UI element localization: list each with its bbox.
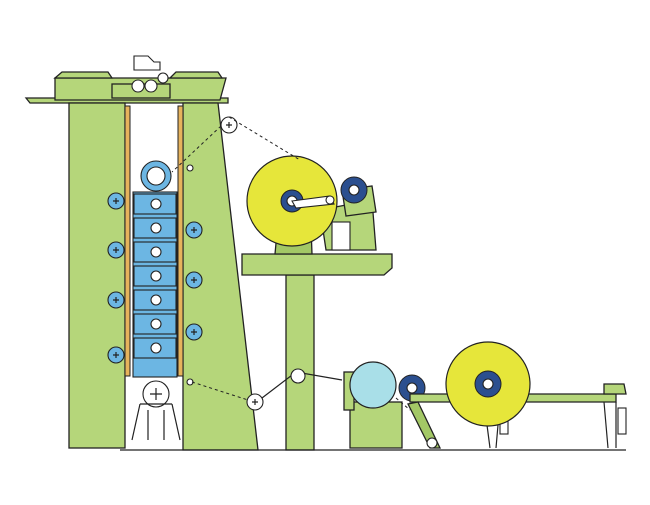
- stack-roll-axle-1: [150, 198, 162, 210]
- top-housing-left-cap: [53, 71, 114, 79]
- right-guide-bar: [177, 105, 184, 377]
- unwind-linkage: [291, 195, 335, 209]
- left-side-roller-4-cross: [113, 352, 119, 358]
- bottom-roll-cross: [150, 388, 162, 400]
- top-idler-cross: [226, 122, 232, 128]
- left-guide-bar: [124, 105, 131, 377]
- left-side-roller-1-cross: [113, 198, 119, 204]
- unwind-reel: [246, 155, 368, 247]
- stack-roll-axle-2: [150, 222, 162, 234]
- chill-station: [343, 361, 426, 449]
- left-side-roller-3-cross: [113, 297, 119, 303]
- rewind-rail-end: [603, 383, 627, 395]
- rewind-rail-leg: [603, 401, 617, 449]
- top-housing-right-cap: [168, 71, 224, 79]
- stack-rolls: [133, 193, 177, 359]
- left-column: [68, 102, 126, 449]
- bottom-idler-cross: [252, 399, 258, 405]
- drive-pulley-mid: [144, 79, 158, 93]
- side-rollers: [107, 164, 203, 386]
- top-drive-head: [131, 55, 169, 93]
- web-from-stack: [191, 381, 249, 401]
- column-bolt-1: [186, 164, 194, 172]
- unwind-window: [331, 221, 351, 251]
- drive-motor: [133, 55, 161, 71]
- stack-roll-axle-4: [150, 270, 162, 282]
- rewind-reel-axle: [482, 378, 494, 390]
- chill-nip-axle: [406, 382, 418, 394]
- web-path: [171, 116, 411, 411]
- stack-roll-axle-3: [150, 246, 162, 258]
- stack-roll-axle-6: [150, 318, 162, 330]
- unwind-pillar: [285, 274, 315, 451]
- bottom-roll-struts: [147, 410, 165, 440]
- left-side-roller-2-cross: [113, 247, 119, 253]
- top-roll-core: [146, 166, 166, 186]
- drive-pulley-right: [157, 72, 169, 84]
- right-side-roller-1-cross: [191, 227, 197, 233]
- rewind-swing-pivot: [426, 437, 438, 449]
- chill-base: [349, 401, 403, 449]
- stack-roll-axle-5: [150, 294, 162, 306]
- right-side-roller-2-cross: [191, 277, 197, 283]
- stack-roll-axle-7: [150, 342, 162, 354]
- rewind-reel: [445, 341, 531, 427]
- transfer-roll: [290, 368, 306, 384]
- unwind-table: [241, 253, 393, 276]
- bottom-roll-legs: [131, 403, 181, 441]
- unwind-linkage-pin: [325, 195, 335, 205]
- chill-cylinder: [349, 361, 397, 409]
- roll-stack: [107, 160, 203, 441]
- main-tower-frame: [24, 71, 259, 451]
- rewind-end-box: [617, 407, 627, 435]
- drive-pulley-left: [131, 79, 145, 93]
- web-to-unwind: [228, 116, 301, 161]
- unwind-guide-axle: [348, 184, 360, 196]
- web-to-top-roll: [171, 125, 222, 173]
- right-side-roller-3-cross: [191, 329, 197, 335]
